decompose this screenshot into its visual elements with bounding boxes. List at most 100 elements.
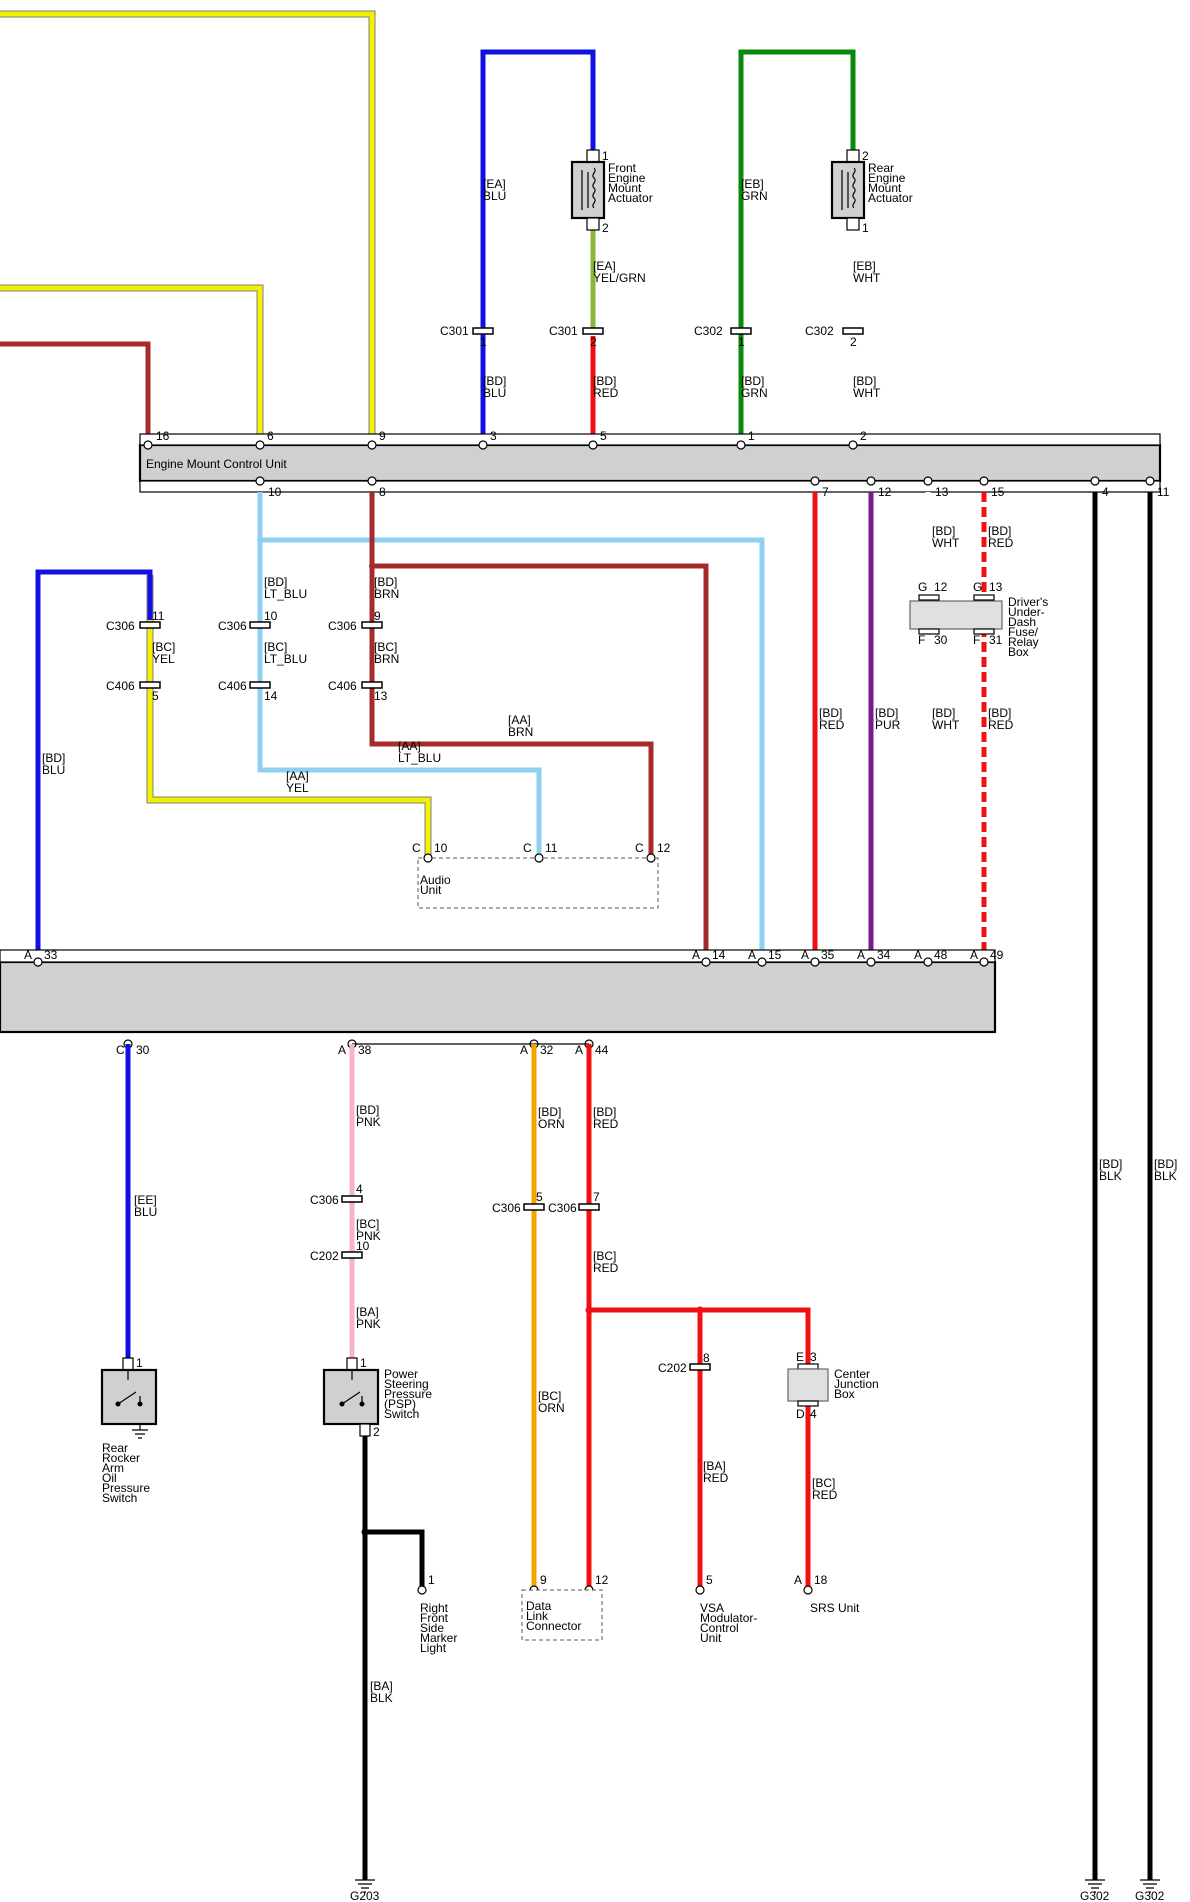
ground-g302-a: G302	[1080, 1889, 1110, 1902]
wire-ltblu-branch	[260, 537, 765, 962]
ml-pin1: 1	[428, 1573, 435, 1587]
c306-pnk-label: C306	[310, 1193, 339, 1207]
m2-a33: A	[24, 948, 32, 962]
label-bc-red: [BC]RED	[593, 1249, 619, 1275]
emcu-pin-13: 13	[935, 485, 949, 499]
c306-lb-pin: 10	[264, 609, 278, 623]
label-bd-blu-top: [BD]BLU	[483, 374, 506, 400]
c301-red-pin: 2	[590, 335, 597, 349]
au-10: 10	[434, 841, 448, 855]
c306-orn-label: C306	[492, 1201, 521, 1215]
c306-red-pin: 7	[593, 1190, 600, 1204]
m2-34: 34	[877, 948, 891, 962]
m2-a49: A	[970, 948, 978, 962]
label-aa-yel: [AA]YEL	[286, 769, 309, 795]
au-c10: C	[412, 841, 421, 855]
m2-35: 35	[821, 948, 835, 962]
label-bc-brn: [BC]BRN	[374, 640, 399, 666]
emcu-label: Engine Mount Control Unit	[146, 457, 287, 471]
m2-33: 33	[44, 948, 58, 962]
cjb-3: 3	[810, 1350, 817, 1364]
fb-31: 31	[989, 633, 1003, 647]
c302-wht-pin: 2	[850, 335, 857, 349]
label-bd-wht-top: [BD]WHT	[853, 374, 881, 400]
label-eb-wht: [EB]WHT	[853, 259, 881, 285]
emcu-pin-1: 1	[748, 429, 755, 443]
wire-blk-marker	[365, 1529, 425, 1590]
c202-pnk-label: C202	[310, 1249, 339, 1263]
c301-blu-label: C301	[440, 324, 469, 338]
m2-a34: A	[857, 948, 865, 962]
front-actuator-label: Front Engine Mount Actuator	[608, 161, 653, 205]
center-junction-box	[787, 1363, 829, 1407]
ops-pin1: 1	[136, 1356, 143, 1370]
m2-44: 44	[595, 1043, 609, 1057]
psp-pin1: 1	[360, 1356, 367, 1370]
c306-red-label: C306	[548, 1201, 577, 1215]
m2-49: 49	[990, 948, 1004, 962]
inline-connectors-top	[472, 327, 864, 335]
emcu-pin-12: 12	[878, 485, 892, 499]
fb-g12: G	[918, 580, 927, 594]
m2-a44: A	[575, 1043, 583, 1057]
label-bd-pur: [BD]PUR	[875, 706, 901, 732]
label-eb-grn: [EB]GRN	[741, 177, 768, 203]
c202-red-pin: 8	[703, 1351, 710, 1365]
c406-brn-label: C406	[328, 679, 357, 693]
vsa-pin5: 5	[706, 1573, 713, 1587]
c306-lb-label: C306	[218, 619, 247, 633]
wire-brn-pin16	[0, 341, 151, 445]
wire-brn-branch	[372, 563, 709, 962]
au-c12: C	[635, 841, 644, 855]
label-bd-ltblu: [BD]LT_BLU	[264, 575, 307, 601]
cjb-d4: D	[796, 1407, 805, 1421]
emcu-pin-16: 16	[156, 429, 170, 443]
fb-f31: F	[973, 633, 980, 647]
label-bd-blu-left: [BD]BLU	[42, 751, 65, 777]
splice-blk	[361, 1528, 369, 1536]
emcu-pin-2: 2	[860, 429, 867, 443]
fb-f30: F	[918, 633, 925, 647]
m2-c30: C	[116, 1043, 125, 1057]
bottom-terminals	[417, 1585, 813, 1595]
engine-mount-control-unit	[138, 443, 1162, 483]
wire-yel-pin6	[0, 285, 263, 445]
c306-yel-label: C306	[106, 619, 135, 633]
c306-yel-pin: 11	[152, 609, 165, 623]
inline-connectors-bottom	[341, 1195, 711, 1371]
drivers-under-dash-fuse-relay-box	[909, 594, 1003, 635]
label-bd-orn: [BD]ORN	[538, 1105, 565, 1131]
c406-yel-pin: 5	[152, 689, 159, 703]
inline-connectors-mid	[139, 621, 383, 689]
center-junction-box-label: Center Junction Box	[834, 1367, 882, 1401]
splice-red-2	[696, 1306, 704, 1314]
label-bd-red-7: [BD]RED	[819, 706, 845, 732]
label-bd-wht-b: [BD]WHT	[932, 706, 960, 732]
emcu-pin-11: 11	[1157, 485, 1170, 499]
m2-a32: A	[520, 1043, 528, 1057]
m2-a35: A	[801, 948, 809, 962]
lower-module-top-pins	[0, 949, 996, 967]
label-bd-red-a: [BD]RED	[988, 524, 1014, 550]
emcu-pin-7: 7	[822, 485, 829, 499]
ground-g302-b: G302	[1135, 1889, 1165, 1902]
label-bd-blk-1: [BD]BLK	[1099, 1157, 1122, 1183]
c306-brn-pin: 9	[374, 609, 381, 623]
oil-pressure-switch	[100, 1357, 158, 1439]
srs-18: 18	[814, 1573, 828, 1587]
label-bc-yel: [BC]YEL	[152, 640, 175, 666]
rear-engine-mount-actuator	[830, 149, 866, 231]
c302-grn-label: C302	[694, 324, 723, 338]
emcu-pin-5: 5	[600, 429, 607, 443]
label-aa-ltblu: [AA]LT_BLU	[398, 739, 441, 765]
ra-pin2: 2	[862, 149, 869, 163]
front-engine-mount-actuator	[570, 149, 606, 231]
control-module-lower	[0, 960, 997, 1034]
label-ea-blu: [EA]BLU	[483, 177, 506, 203]
fa-pin1: 1	[602, 149, 609, 163]
ra-pin1: 1	[862, 221, 869, 235]
marker-light-label: Right Front Side Marker Light	[420, 1601, 461, 1655]
wire-red-branch	[589, 1307, 811, 1364]
au-c11: C	[523, 841, 532, 855]
